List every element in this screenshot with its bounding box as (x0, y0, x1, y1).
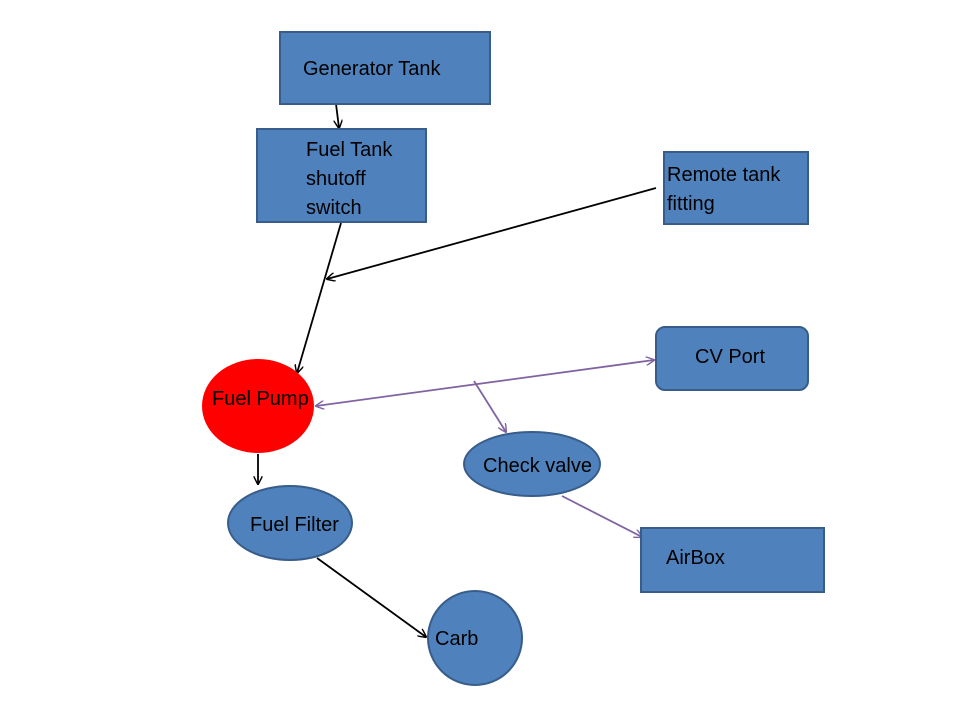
node-airbox: AirBox (640, 527, 825, 593)
edge-filter-to-carb (316, 557, 426, 637)
edge-remote-to-line (327, 187, 657, 279)
node-fuel-tank-shutoff-switch: Fuel Tank shutoff switch (256, 128, 427, 223)
node-carb: Carb (427, 590, 523, 686)
node-fuel-filter-label: Fuel Filter (250, 514, 339, 536)
node-remote-label-line-2: fitting (667, 193, 715, 215)
edge-shutoff-to-pump (297, 222, 342, 373)
edge-pump-cvport (316, 360, 654, 406)
node-carb-label: Carb (435, 628, 478, 650)
node-cv-port-label: CV Port (695, 346, 765, 368)
node-check-valve: Check valve (463, 431, 601, 497)
edge-checkvalve-to-airbox (561, 495, 642, 537)
node-remote-label-line-1: Remote tank (667, 164, 781, 186)
node-generator-tank-label: Generator Tank (303, 58, 441, 80)
node-shutoff-label-line-3: switch (306, 197, 362, 219)
node-shutoff-label-line-1: Fuel Tank (306, 139, 393, 161)
node-fuel-pump: Fuel Pump (202, 359, 314, 453)
edge-line-to-checkvalve (473, 380, 506, 432)
node-airbox-label: AirBox (666, 547, 725, 569)
node-fuel-filter: Fuel Filter (227, 485, 353, 561)
edge-generator-to-shutoff (336, 103, 339, 128)
node-cv-port: CV Port (655, 326, 809, 391)
node-remote-tank-fitting: Remote tank fitting (663, 151, 809, 225)
node-check-valve-label: Check valve (483, 455, 592, 477)
node-shutoff-label-line-2: shutoff (306, 168, 366, 190)
node-generator-tank: Generator Tank (279, 31, 491, 105)
node-fuel-pump-label: Fuel Pump (212, 388, 309, 410)
